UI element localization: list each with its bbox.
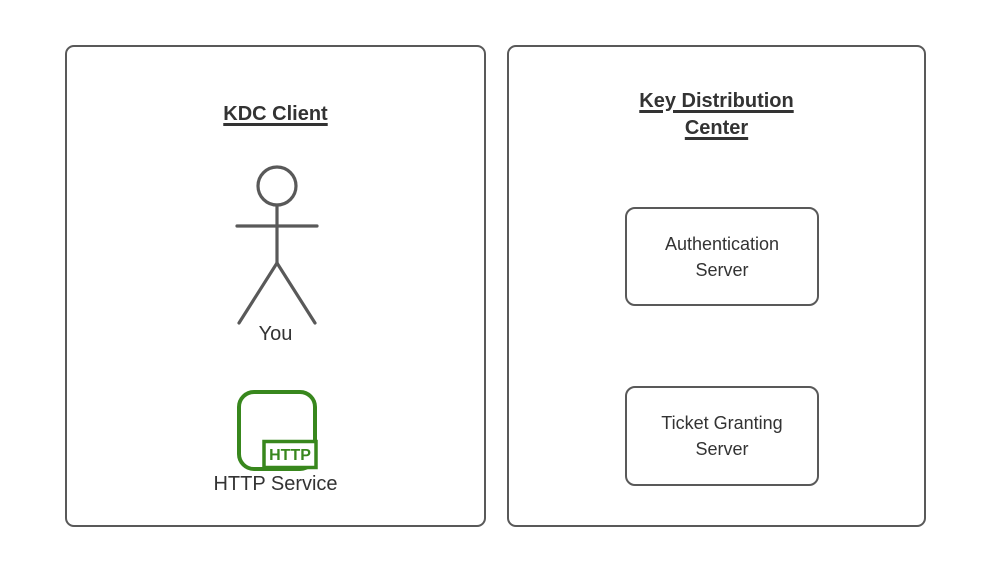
key-distribution-center-group: Key Distribution Center Authentication S… (507, 45, 926, 527)
http-badge-box (262, 439, 318, 470)
kdc-title-text: Key Distribution Center (639, 90, 794, 139)
http-badge-label: HTTP (269, 447, 311, 464)
actor-head (256, 165, 298, 207)
authentication-server-node: Authentication Server (625, 207, 819, 306)
kdc-client-title: KDC Client (67, 101, 484, 128)
kdc-client-group: KDC Client You HTTP HTTP Service (65, 45, 486, 527)
kdc-client-title-text: KDC Client (223, 103, 328, 125)
http-service-icon: HTTP (237, 390, 318, 471)
authentication-server-label: Authentication Server (664, 233, 780, 280)
actor-icon (235, 165, 319, 325)
actor-right-leg (275, 261, 317, 325)
ticket-granting-server-label: Ticket Granting Server (661, 413, 783, 459)
ticket-granting-server-node: Ticket Granting Server (625, 386, 819, 486)
kdc-title: Key Distribution Center (509, 88, 924, 142)
actor-label: You (258, 323, 293, 345)
actor-left-leg (237, 261, 279, 325)
http-service-label: HTTP Service (213, 473, 338, 495)
